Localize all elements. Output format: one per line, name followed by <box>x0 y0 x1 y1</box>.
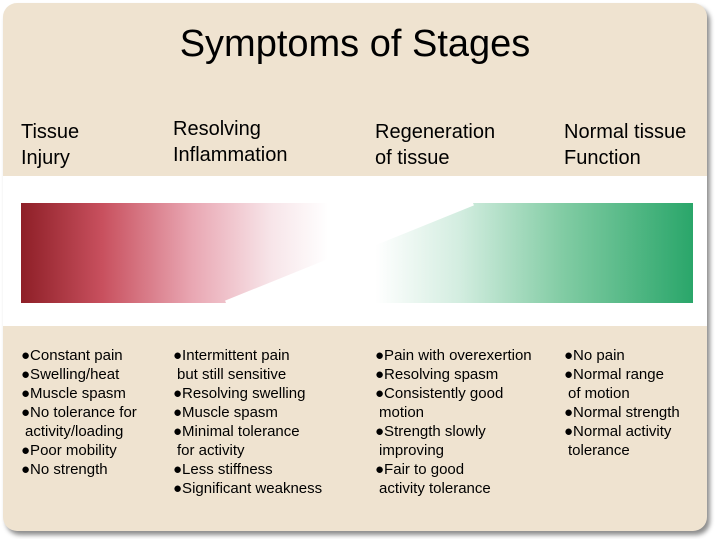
symptom-item: ●No tolerance for <box>21 404 137 421</box>
symptom-item: motion <box>379 404 425 421</box>
symptom-item: ●Resolving spasm <box>375 366 499 383</box>
stage-heading-line: Inflammation <box>173 144 288 166</box>
symptom-item: but still sensitive <box>177 366 287 383</box>
stage-heading-line: Injury <box>21 147 70 169</box>
wedge-divider <box>225 203 474 303</box>
symptom-item: improving <box>379 442 445 459</box>
slide-title: Symptoms of Stages <box>179 23 531 65</box>
symptom-item: ●Normal activity <box>564 423 672 440</box>
symptom-item: ●Resolving swelling <box>173 385 306 402</box>
symptom-item: ●Muscle spasm <box>21 385 126 402</box>
symptom-item: ●Strength slowly <box>375 423 486 440</box>
stage-heading-tissue-injury: Tissue Injury <box>21 119 79 171</box>
symptom-list-regeneration: ●Pain with overexertion ●Resolving spasm… <box>375 346 532 498</box>
symptom-item: ●Swelling/heat <box>21 366 120 383</box>
stage-heading-line: Function <box>564 147 641 169</box>
stage-heading-line: of tissue <box>375 147 450 169</box>
stage-heading-normal-function: Normal tissue Function <box>564 119 686 171</box>
symptom-item: ●Muscle spasm <box>173 404 278 421</box>
symptom-item: ●Pain with overexertion <box>375 347 532 364</box>
stage-heading-regeneration: Regeneration of tissue <box>375 119 495 171</box>
stage-heading-line: Tissue <box>21 121 80 143</box>
symptom-item: ●Consistently good <box>375 385 504 402</box>
symptom-item: ●Normal strength <box>564 404 680 421</box>
symptom-item: ●Poor mobility <box>21 442 117 459</box>
symptom-item: ●Constant pain <box>21 347 123 364</box>
symptom-list-resolving-inflammation: ●Intermittent pain but still sensitive ●… <box>173 346 322 498</box>
symptom-item: ●Fair to good <box>375 461 465 478</box>
symptom-item: tolerance <box>568 442 630 459</box>
symptom-item: ●No pain <box>564 347 625 364</box>
stage-transition-bar <box>21 203 693 303</box>
symptom-item: ●Normal range <box>564 366 664 383</box>
recovery-wedge <box>226 203 693 303</box>
slide: Symptoms of Stages Tissue Injury Resolvi… <box>3 3 707 531</box>
symptom-item: ●Less stiffness <box>173 461 273 478</box>
symptom-list-tissue-injury: ●Constant pain ●Swelling/heat ●Muscle sp… <box>21 346 137 479</box>
symptom-item: ●Significant weakness <box>173 480 323 497</box>
symptom-item: of motion <box>568 385 630 402</box>
stage-heading-line: Regeneration <box>375 121 496 143</box>
injury-wedge <box>21 203 473 303</box>
symptom-item: ●No strength <box>21 461 108 478</box>
symptom-item: activity tolerance <box>379 480 491 497</box>
stage-heading-line: Resolving <box>173 118 261 140</box>
stage-heading-line: Normal tissue <box>564 121 687 143</box>
symptom-item: for activity <box>177 442 245 459</box>
stage-heading-resolving-inflammation: Resolving Inflammation <box>173 116 288 168</box>
symptom-list-normal-function: ●No pain ●Normal range of motion ●Normal… <box>564 346 680 460</box>
symptom-item: ●Minimal tolerance <box>173 423 300 440</box>
symptom-item: ●Intermittent pain <box>173 347 290 364</box>
symptom-item: activity/loading <box>25 423 124 440</box>
